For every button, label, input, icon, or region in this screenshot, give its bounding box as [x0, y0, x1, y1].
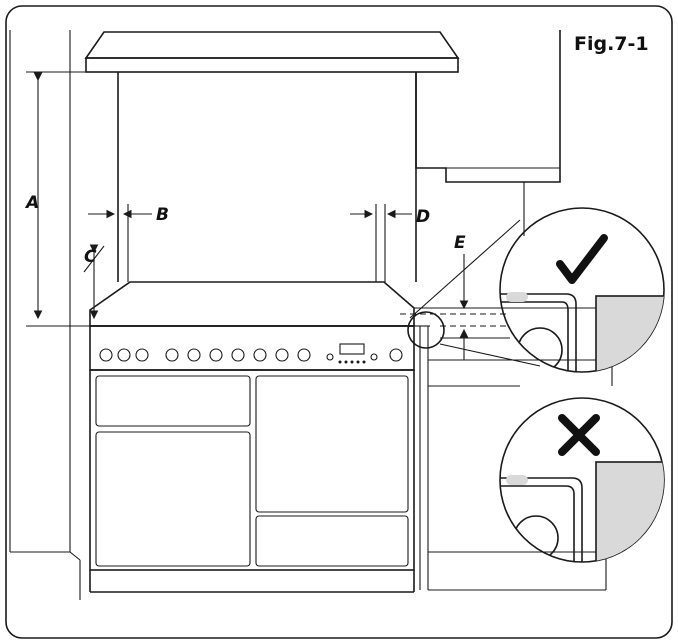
top-left-oven-door [95, 375, 251, 427]
left-wall [9, 30, 81, 600]
worktop-cabinet [383, 281, 613, 591]
cooker-hood [84, 31, 460, 282]
dimension-e: E [400, 233, 510, 360]
cross-icon [558, 414, 600, 456]
dimension-a: A [24, 71, 90, 327]
storage-drawer [255, 515, 409, 567]
range-cooker [89, 281, 415, 593]
figure-frame [5, 5, 673, 639]
cooker-body [89, 369, 415, 571]
timer-display [326, 343, 378, 364]
dimension-b: B [88, 204, 169, 282]
detail-callout [407, 219, 541, 367]
control-knobs [99, 348, 403, 362]
dimension-d: D [350, 204, 430, 282]
left-oven-door [95, 431, 251, 567]
figure-label: Fig.7-1 [574, 33, 649, 55]
label-a: A [24, 193, 39, 213]
label-c: C [84, 247, 97, 267]
checkmark-icon [556, 234, 608, 284]
label-e: E [454, 233, 466, 253]
wall-cabinet [415, 30, 561, 236]
right-oven-door [255, 375, 409, 513]
correct-detail [499, 207, 665, 373]
label-d: D [416, 207, 430, 227]
label-b: B [156, 205, 169, 225]
control-panel [89, 325, 415, 371]
incorrect-detail [499, 397, 665, 563]
